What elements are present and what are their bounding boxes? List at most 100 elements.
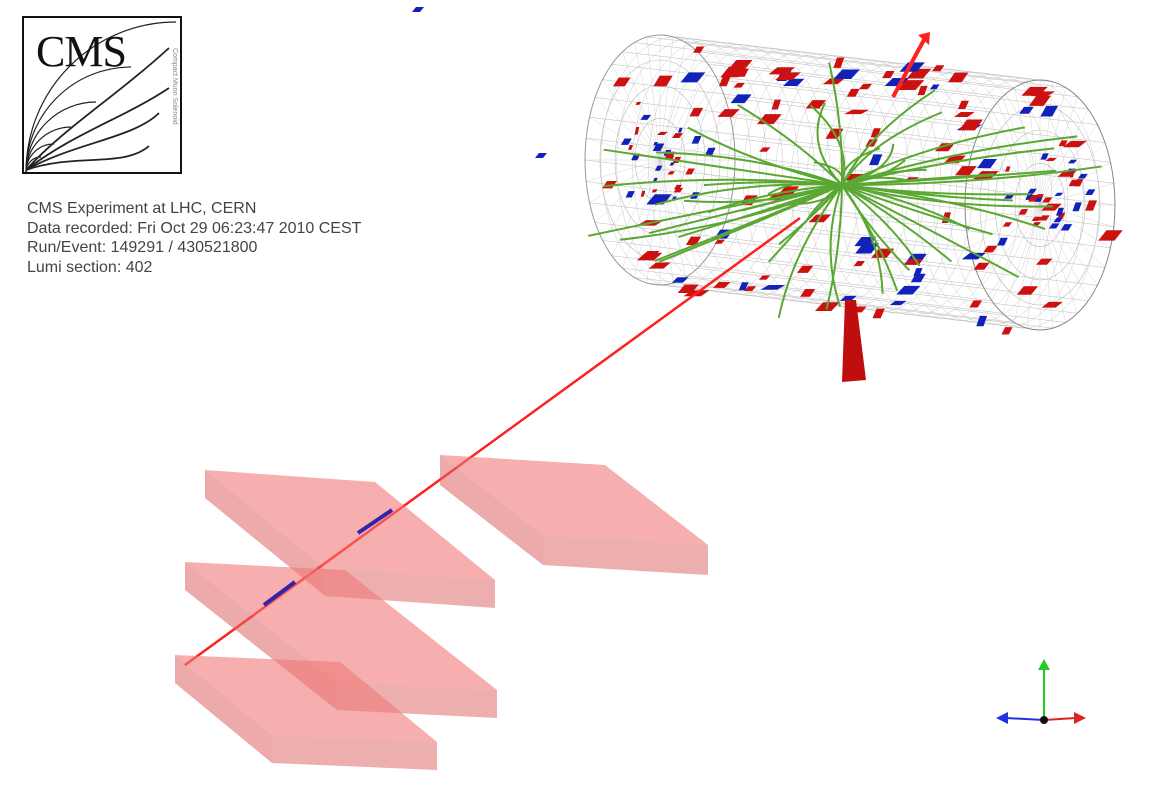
hcal-hit [930, 84, 940, 90]
ecal-hit [671, 133, 684, 138]
ecal-hit [1045, 157, 1058, 162]
hcal-hit [1025, 193, 1033, 200]
ecal-hit [1068, 179, 1079, 187]
hcal-hit [535, 153, 547, 158]
ecal-hit [771, 99, 781, 110]
grid-line [1039, 124, 1098, 206]
track [677, 184, 843, 239]
ecal-hit [1016, 286, 1039, 295]
endcap-ring [599, 59, 721, 261]
endcap-outline [964, 79, 1116, 331]
hcal-hit [730, 94, 752, 104]
track [737, 104, 843, 186]
ecal-hit [717, 109, 740, 117]
grid-line [991, 204, 1041, 301]
ecal-hit [1021, 86, 1048, 96]
ecal-hit [667, 171, 675, 175]
ecal-hit [612, 77, 631, 87]
grid-line [1039, 109, 1089, 206]
grid-line [1039, 96, 1078, 206]
grid-ring [648, 42, 799, 293]
hcal-hit [896, 285, 921, 295]
grid-line [1039, 183, 1114, 206]
run-event: Run/Event: 149291 / 430521800 [27, 239, 258, 256]
recorded-date: Data recorded: Fri Oct 29 06:23:47 2010 … [27, 219, 362, 237]
ecal-hit [797, 265, 814, 273]
track [603, 148, 843, 186]
ecal-hit [958, 119, 983, 131]
ecal-hit [897, 80, 925, 91]
ecal-hit [744, 286, 757, 292]
hcal-hit [889, 300, 907, 306]
grid-line [594, 159, 661, 223]
hcal-hit [869, 154, 883, 166]
ecal-hit [800, 288, 816, 297]
grid-line [659, 64, 709, 161]
ecal-hit [1001, 327, 1013, 335]
ecal-hit [1018, 209, 1029, 215]
ecal-hit [943, 155, 966, 164]
event-info: CMS Experiment at LHC, CERN Data recorde… [27, 199, 361, 277]
ecal-hit [917, 85, 928, 96]
ecal-hit [648, 262, 671, 269]
ecal-hit [973, 262, 990, 270]
ecal-hit [1031, 216, 1043, 221]
ecal-hit [1058, 140, 1068, 147]
ecal-hit [653, 75, 673, 87]
hcal-hit [760, 284, 786, 290]
grid-line [659, 51, 698, 161]
grid-line [622, 51, 661, 161]
chamber-top [205, 470, 495, 580]
hcal-hit [669, 162, 675, 166]
hcal-hit [839, 295, 857, 301]
track [809, 104, 846, 186]
track [841, 111, 943, 186]
grid-line [611, 159, 661, 256]
hcal-hit [977, 159, 998, 169]
hcal-hit [1040, 153, 1049, 160]
ecal-hit [932, 65, 945, 72]
ecal-hit [902, 259, 924, 265]
hcal-hit [652, 177, 658, 182]
hcal-hit [833, 69, 860, 79]
ecal-hit [957, 100, 969, 110]
hcal-hit [855, 243, 880, 254]
charged-tracks [588, 62, 1102, 319]
muon-chambers [175, 455, 708, 770]
logo-subtitle: Compact Muon Solenoid [171, 48, 178, 125]
hcal-hit [1034, 197, 1043, 202]
ecal-hit [768, 67, 796, 75]
track [620, 184, 843, 241]
track [841, 184, 884, 294]
grid-line [1039, 204, 1078, 314]
ecal-hit [1039, 215, 1050, 221]
track [841, 169, 1056, 186]
hcal-hit [1072, 202, 1082, 212]
muon-segment [262, 580, 297, 607]
grid-line [659, 159, 698, 269]
hcal-hit [1067, 159, 1078, 164]
cms-logo: CMS Compact Muon Solenoid [22, 16, 182, 174]
muon-segment [356, 508, 394, 535]
hcal-hit [961, 253, 986, 260]
hcal-hit [704, 147, 716, 156]
grid-line [659, 97, 726, 161]
track [687, 126, 843, 186]
met-tower [842, 300, 866, 382]
chamber-top [185, 562, 497, 690]
hcal-hit [412, 7, 424, 12]
ecal-hit [685, 236, 702, 246]
grid-line [1039, 81, 1054, 206]
ecal-hit [969, 300, 983, 308]
ecal-hit [714, 239, 725, 244]
hcal-hit [1048, 223, 1060, 229]
ecal-hit [1005, 166, 1011, 172]
hcal-hit [625, 191, 635, 198]
grid-line [1002, 96, 1041, 206]
ecal-hit [833, 57, 845, 68]
ecal-hit [1098, 230, 1123, 241]
hcal-hit [854, 237, 877, 247]
ecal-hit [674, 184, 682, 190]
muon-chamber [175, 655, 437, 770]
